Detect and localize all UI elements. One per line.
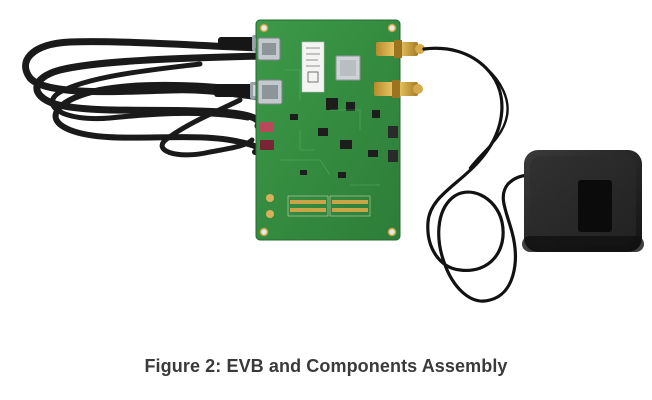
figure-caption: Figure 2: EVB and Components Assembly [144, 356, 508, 376]
antenna-cable [422, 46, 550, 303]
sma-connector-bottom [374, 80, 423, 98]
usb-cable-bundle [22, 38, 266, 158]
sma-connector-top [376, 40, 425, 58]
evb-assembly-photo [22, 19, 644, 303]
gnss-antenna [522, 150, 644, 252]
evb-pcb-board [255, 19, 401, 241]
